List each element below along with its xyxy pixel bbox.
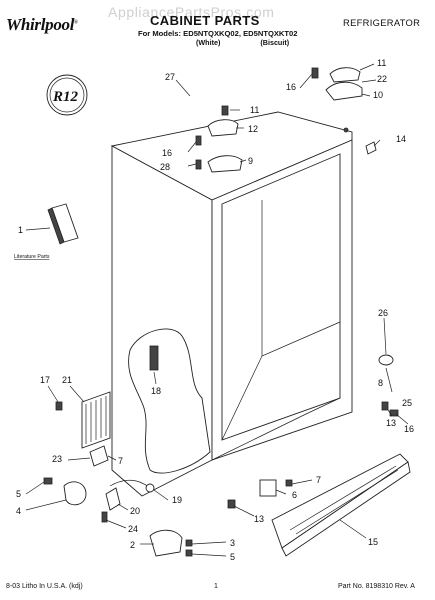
brand-logo: Whirlpool® [6, 15, 78, 35]
callout-25: 25 [402, 398, 412, 408]
callout-24: 24 [128, 524, 138, 534]
callout-27: 27 [165, 72, 175, 82]
callout-5-lower: 5 [230, 552, 235, 562]
callout-18: 18 [151, 386, 161, 396]
callout-17: 17 [40, 375, 50, 385]
callout-14: 14 [396, 134, 406, 144]
callout-6: 6 [292, 490, 297, 500]
callout-26: 26 [378, 308, 388, 318]
refrigerant-badge: R12 [46, 74, 88, 116]
callout-12: 12 [248, 124, 258, 134]
brand-name: Whirlpool [6, 15, 75, 34]
variant-biscuit: (Biscuit) [260, 38, 290, 47]
model-variants: (White) (Biscuit) [196, 38, 289, 47]
callout-8: 8 [378, 378, 383, 388]
callout-20: 20 [130, 506, 140, 516]
footer-litho: 8-03 Litho In U.S.A. (kdj) [6, 583, 83, 590]
cabinet-body [81, 111, 353, 497]
watermark: AppliancePartsPros.com [108, 4, 275, 20]
callout-9: 9 [248, 156, 253, 166]
callout-21: 21 [62, 375, 72, 385]
leader-lines [25, 63, 409, 557]
front-grille [271, 453, 411, 557]
variant-white: (White) [196, 38, 221, 47]
callout-7-left: 7 [118, 456, 123, 466]
callout-2: 2 [130, 540, 135, 550]
callout-28: 28 [160, 162, 170, 172]
refrigerant-label: R12 [52, 89, 79, 105]
callout-4: 4 [16, 506, 21, 516]
appliance-category: REFRIGERATOR [343, 17, 421, 28]
footer-part-number: Part No. 8198310 Rev. A [338, 583, 415, 590]
callout-16-top: 16 [286, 82, 296, 92]
callout-5: 5 [16, 489, 21, 499]
callout-11-top: 11 [377, 58, 386, 68]
callout-19: 19 [172, 495, 182, 505]
callout-23: 23 [52, 454, 62, 464]
callout-13-right: 13 [386, 418, 396, 428]
callout-11-upper: 11 [250, 105, 259, 115]
page-title: CABINET PARTS [150, 13, 260, 28]
callout-22: 22 [377, 74, 387, 84]
callout-10: 10 [373, 90, 383, 100]
footer-page-number: 1 [214, 583, 218, 590]
callout-13-lower: 13 [254, 514, 264, 524]
callout-3: 3 [230, 538, 235, 548]
callouts: 27 11 12 16 28 9 16 11 22 10 14 1 26 8 2… [16, 58, 414, 562]
callout-1: 1 [18, 225, 23, 235]
model-numbers: For Models: ED5NTQXKQ02, ED5NTQXKT02 [138, 29, 298, 38]
callout-16-mid: 16 [162, 148, 172, 158]
callout-7-right: 7 [316, 475, 321, 485]
callout-15: 15 [368, 537, 378, 547]
literature-label: Literature Parts [14, 254, 50, 260]
brand-mark: ® [74, 20, 78, 26]
callout-16-right: 16 [404, 424, 414, 434]
literature-pack: Literature Parts [14, 203, 79, 260]
